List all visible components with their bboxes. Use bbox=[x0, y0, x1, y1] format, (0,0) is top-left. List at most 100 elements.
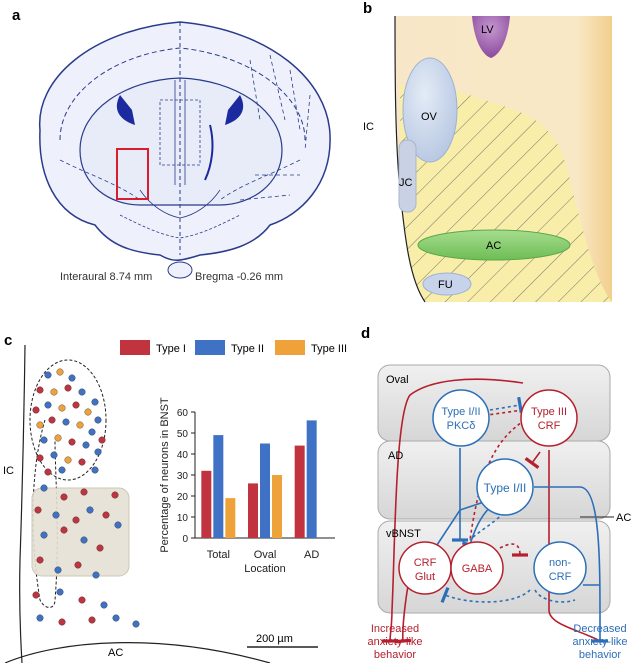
ov-label: OV bbox=[421, 111, 438, 123]
neuron-dot-type2 bbox=[40, 436, 48, 444]
node-type12-ad-label: Type I/II bbox=[484, 481, 527, 495]
neuron-dot-type2 bbox=[54, 566, 62, 574]
neuron-dots bbox=[32, 368, 140, 628]
y-tick-label: 20 bbox=[177, 492, 189, 503]
neuron-dot-type1 bbox=[72, 516, 80, 524]
x-tick-label: Oval bbox=[254, 549, 277, 561]
node-type12-pkc-line1: Type I/II bbox=[441, 406, 480, 418]
panel-d-letter: d bbox=[361, 325, 370, 342]
node-gaba bbox=[450, 541, 504, 595]
neuron-dot-type2 bbox=[92, 571, 100, 579]
neuron-dot-type2 bbox=[91, 466, 99, 474]
panel-a-brain-section bbox=[39, 21, 331, 279]
node-type12-pkc-line2: PKCδ bbox=[447, 420, 476, 432]
x-axis-title: Location bbox=[244, 563, 286, 575]
bnst-region-box bbox=[116, 148, 149, 200]
neuron-dot-type2 bbox=[91, 398, 99, 406]
legend-label-type2: Type II bbox=[231, 343, 264, 355]
bar-ad-type-ii bbox=[306, 420, 317, 538]
neuron-dot-type1 bbox=[111, 491, 119, 499]
ac-label-d: AC bbox=[616, 512, 631, 524]
y-tick-label: 50 bbox=[177, 429, 189, 440]
bar-total-type-ii bbox=[213, 435, 224, 538]
neuron-dot-type1 bbox=[98, 436, 106, 444]
decreased-line2: anxiety-like bbox=[572, 636, 627, 648]
ic-label-b: IC bbox=[363, 121, 374, 133]
neuron-dot-type1 bbox=[88, 616, 96, 624]
neuron-dot-type1 bbox=[68, 438, 76, 446]
neuron-dot-type1 bbox=[32, 406, 40, 414]
ac-label-b: AC bbox=[486, 240, 501, 252]
neuron-dot-type1 bbox=[74, 561, 82, 569]
neuron-dot-type1 bbox=[34, 506, 42, 514]
y-tick-label: 0 bbox=[182, 534, 188, 545]
increased-line3: behavior bbox=[374, 649, 417, 661]
legend-swatch-type3 bbox=[275, 340, 305, 355]
neuron-dot-type1 bbox=[36, 454, 44, 462]
node-type3-crf bbox=[520, 389, 578, 447]
neuron-dot-type2 bbox=[44, 371, 52, 379]
fu-label: FU bbox=[438, 279, 453, 291]
legend-swatch-type2 bbox=[195, 340, 225, 355]
decreased-line3: behavior bbox=[579, 649, 622, 661]
legend-label-type1: Type I bbox=[156, 343, 186, 355]
node-type12-pkc bbox=[432, 389, 490, 447]
bar-ad-type-i bbox=[294, 445, 305, 538]
node-type12-ad bbox=[476, 458, 534, 516]
neuron-dot-type2 bbox=[44, 401, 52, 409]
neuron-dot-type2 bbox=[80, 536, 88, 544]
panel-b-schematic bbox=[378, 15, 612, 303]
neuron-dot-type2 bbox=[112, 614, 120, 622]
node-crf-glut-line2: Glut bbox=[415, 571, 435, 583]
neuron-dot-type2 bbox=[100, 601, 108, 609]
ad-region-label: AD bbox=[388, 450, 403, 462]
node-type3-line1: Type III bbox=[531, 406, 567, 418]
neuron-dot-type2 bbox=[88, 428, 96, 436]
y-tick-label: 60 bbox=[177, 408, 189, 419]
neuron-dot-type1 bbox=[72, 401, 80, 409]
scale-bar-label: 200 µm bbox=[256, 633, 293, 645]
neuron-dot-type2 bbox=[94, 416, 102, 424]
jc-label: JC bbox=[399, 177, 413, 189]
bar-oval-type-i bbox=[248, 483, 258, 538]
neuron-dot-type2 bbox=[82, 441, 90, 449]
bregma-caption: Bregma -0.26 mm bbox=[195, 271, 283, 283]
neuron-dot-type1 bbox=[58, 618, 66, 626]
decreased-line1: Decreased bbox=[573, 623, 626, 635]
x-tick-label: AD bbox=[304, 549, 319, 561]
y-axis-title: Percentage of neurons in BNST bbox=[159, 397, 171, 553]
node-noncrf-line1: non- bbox=[549, 557, 571, 569]
vbnst-region-label: vBNST bbox=[386, 528, 421, 540]
panel-c-letter: c bbox=[4, 332, 12, 349]
neuron-dot-type3 bbox=[84, 408, 92, 416]
neuron-dot-type3 bbox=[64, 456, 72, 464]
chart-legend: Type I Type II Type III bbox=[120, 340, 347, 355]
panel-d-circuit bbox=[377, 364, 614, 644]
neuron-dot-type1 bbox=[36, 556, 44, 564]
neuron-dot-type1 bbox=[48, 416, 56, 424]
neuron-dot-type1 bbox=[96, 544, 104, 552]
panel-b-letter: b bbox=[363, 0, 372, 17]
neuron-dot-type1 bbox=[64, 384, 72, 392]
y-tick-label: 30 bbox=[177, 471, 189, 482]
neuron-dot-type2 bbox=[86, 506, 94, 514]
neuron-dot-type1 bbox=[32, 591, 40, 599]
bar-total-type-iii bbox=[225, 498, 236, 538]
panel-a-letter: a bbox=[12, 7, 21, 24]
legend-swatch-type1 bbox=[120, 340, 150, 355]
bar-oval-type-iii bbox=[272, 475, 282, 538]
neuron-dot-type2 bbox=[52, 511, 60, 519]
neuron-dot-type2 bbox=[68, 374, 76, 382]
neuron-dot-type1 bbox=[78, 458, 86, 466]
neuron-dot-type2 bbox=[132, 620, 140, 628]
neuron-dot-type3 bbox=[36, 421, 44, 429]
neuron-dot-type2 bbox=[94, 448, 102, 456]
increased-line2: anxiety-like bbox=[367, 636, 422, 648]
lv-label: LV bbox=[481, 24, 494, 36]
x-tick-label: Total bbox=[207, 549, 230, 561]
bar-oval-type-ii bbox=[260, 443, 270, 538]
neuron-dot-type1 bbox=[102, 511, 110, 519]
node-noncrf bbox=[533, 541, 587, 595]
node-noncrf-line2: CRF bbox=[549, 571, 572, 583]
